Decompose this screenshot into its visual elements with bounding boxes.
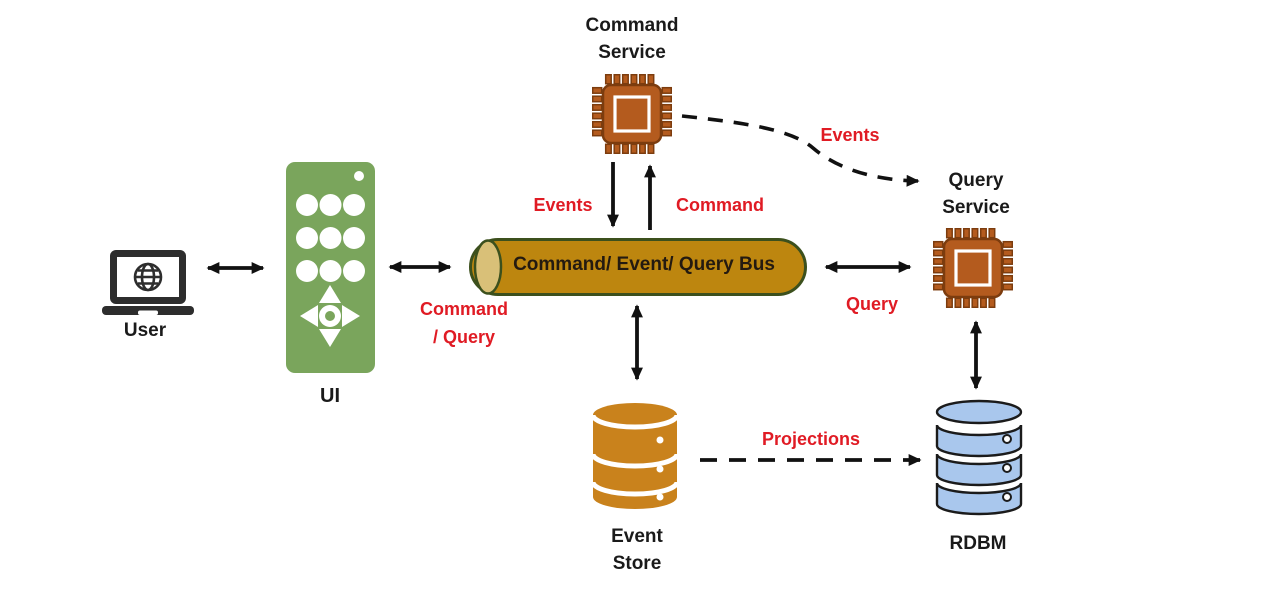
query-label: Query (845, 294, 899, 314)
db-indicator-dots (1002, 434, 1012, 502)
database-icon (935, 399, 1023, 516)
event-store-label-line2: Store (612, 553, 662, 574)
remote-buttons (296, 194, 365, 282)
event-store-label-line1: Event (611, 526, 663, 547)
chip-icon (591, 73, 673, 155)
events-dashed-label: Events (820, 125, 880, 145)
command-bus-label: Command (675, 195, 764, 215)
bus-cylinder-shape (469, 238, 807, 296)
user-label: User (123, 320, 167, 341)
bus-node (468, 236, 808, 298)
ui-node (286, 162, 375, 373)
chip-icon (932, 227, 1014, 309)
command-service-node (591, 73, 673, 155)
database-icon (590, 403, 680, 509)
remote-control-icon (286, 162, 375, 373)
user-node (100, 246, 196, 318)
rdbm-label: RDBM (949, 533, 1007, 554)
edge-commandservice-queryservice-dashed (681, 114, 920, 187)
command-service-label: Command Service (557, 12, 707, 66)
command-service-label-line2: Service (598, 42, 666, 63)
events-bus-label: Events (533, 195, 593, 215)
globe-glyph (133, 262, 163, 292)
remote-dpad (300, 285, 360, 347)
projections-label: Projections (761, 429, 861, 449)
command-query-label-line1: Command (419, 299, 508, 319)
command-service-label-line1: Command (585, 15, 679, 36)
event-store-label: Event Store (562, 523, 712, 577)
command-query-label: Command / Query (389, 295, 539, 351)
db-indicator-dots (656, 436, 664, 501)
remote-led-dot (354, 171, 364, 181)
rdbm-node (932, 396, 1026, 516)
laptop-globe-icon (102, 250, 194, 315)
event-store-node (590, 402, 682, 514)
query-service-node (932, 227, 1014, 309)
ui-label: UI (320, 385, 340, 407)
bus-label: Command/ Event/ Query Bus (513, 254, 775, 275)
query-service-label-line2: Service (942, 197, 1010, 218)
query-service-label: Query Service (901, 167, 1051, 221)
command-query-label-line2: / Query (432, 327, 496, 347)
query-service-label-line1: Query (948, 170, 1004, 191)
